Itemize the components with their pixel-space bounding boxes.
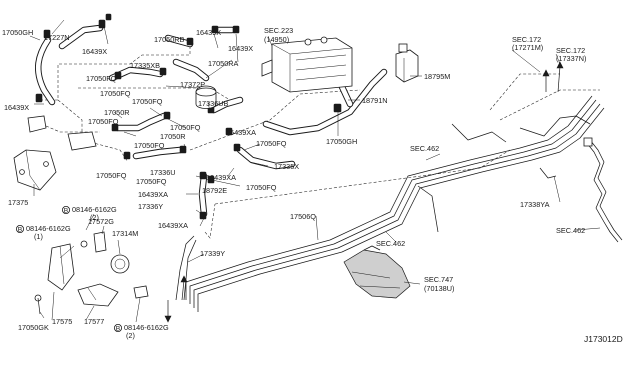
label-16439xa: 16439XA xyxy=(206,173,236,182)
label-sec462: SEC.462 xyxy=(376,239,405,248)
diagram-id: J173012D xyxy=(584,334,623,344)
label-16439xa: 16439XA xyxy=(226,128,256,137)
label-17577: 17577 xyxy=(84,317,104,326)
svg-text:B: B xyxy=(64,207,69,214)
label-08146-6162g: 08146-6162G xyxy=(124,323,169,332)
bolt-symbol-icon: B xyxy=(114,323,123,332)
label-17050fq: 17050FQ xyxy=(132,97,163,106)
label-17050gh: 17050GH xyxy=(326,137,357,146)
svg-text:B: B xyxy=(18,226,23,233)
label-sec223: SEC.223 xyxy=(264,26,293,35)
purge-valve-17372p xyxy=(195,85,217,109)
label-sec172-sub: (17337N) xyxy=(556,54,586,63)
label-17050r: 17050R xyxy=(104,108,130,117)
label-16439x: 16439X xyxy=(228,44,253,53)
label-sec172: SEC.172 xyxy=(556,46,585,55)
bolt-symbol-icon: B xyxy=(62,205,71,214)
label-17575: 17575 xyxy=(52,317,72,326)
label-17050fq: 17050FQ xyxy=(88,117,119,126)
filter-18795m xyxy=(395,43,419,83)
label-17227n: 17227N xyxy=(44,33,70,42)
label-17050r: 17050R xyxy=(160,132,186,141)
label-17050gh: 17050GH xyxy=(2,28,33,37)
heat-shield-sec747 xyxy=(343,245,411,299)
label-16439xa: 16439XA xyxy=(138,190,168,199)
label-sec223-sub: (14950) xyxy=(264,35,289,44)
label-17336u: 17336U xyxy=(150,168,176,177)
label-17339y: 17339Y xyxy=(200,249,225,258)
label-16439x: 16439X xyxy=(82,47,107,56)
label-sec747: SEC.747 xyxy=(424,275,453,284)
label-17372p: 17372P xyxy=(180,80,205,89)
label-sec172: SEC.172 xyxy=(512,35,541,44)
label-17050fq: 17050FQ xyxy=(246,183,277,192)
label-17314m: 17314M xyxy=(112,229,138,238)
label-17050fq: 17050FQ xyxy=(256,139,287,148)
label-17572g: 17572G xyxy=(88,217,114,226)
label-16439x: 16439X xyxy=(4,103,29,112)
label-sec462: SEC.462 xyxy=(410,144,439,153)
label-bolt-qty: (2) xyxy=(90,213,99,222)
label-17050fq: 17050FQ xyxy=(136,177,167,186)
main-tube-bundle xyxy=(175,95,605,312)
label-17336ub: 17336UB xyxy=(198,99,229,108)
label-16439x: 16439X xyxy=(196,28,221,37)
label-sec747-sub: (70138U) xyxy=(424,284,454,293)
label-17336y: 17336Y xyxy=(138,202,163,211)
label-18792e: 18792E xyxy=(202,186,227,195)
evap-canister xyxy=(261,36,353,93)
label-17050rb: 17050RB xyxy=(154,35,185,44)
label-17050ra: 17050RA xyxy=(208,59,239,68)
label-08146-6162g: 08146-6162G xyxy=(72,205,117,214)
label-17338ya: 17338YA xyxy=(520,200,550,209)
label-18795m: 18795M xyxy=(424,72,450,81)
part-labels: 17050GH 17227N 16439X 16439X 17050RB 164… xyxy=(2,26,623,344)
direction-arrows xyxy=(164,61,564,323)
label-17050fq: 17050FQ xyxy=(100,89,131,98)
label-17050fq: 17050FQ xyxy=(134,141,165,150)
label-bolt-qty: (1) xyxy=(34,232,43,241)
label-16439xa: 16439XA xyxy=(158,221,188,230)
label-08146-6162g: 08146-6162G xyxy=(26,224,71,233)
label-sec172-sub: (17271M) xyxy=(512,43,543,52)
label-17050gk: 17050GK xyxy=(18,323,49,332)
label-17375: 17375 xyxy=(8,198,28,207)
bracket-17375 xyxy=(13,115,97,191)
label-17335xb: 17335XB xyxy=(130,61,160,70)
label-17506q: 17506Q xyxy=(290,212,316,221)
label-17050fq: 17050FQ xyxy=(86,74,117,83)
svg-text:B: B xyxy=(116,325,121,332)
leader-lines xyxy=(29,19,601,323)
right-wavy-tube xyxy=(583,137,623,243)
label-17050fq: 17050FQ xyxy=(96,171,127,180)
label-17050fq: 17050FQ xyxy=(170,123,201,132)
label-bolt-qty: (2) xyxy=(126,331,135,340)
label-17335x: 17335X xyxy=(274,162,299,171)
label-sec462: SEC.462 xyxy=(556,226,585,235)
bolt-symbols: B B B xyxy=(15,205,123,332)
label-18791n: 18791N xyxy=(362,96,388,105)
lower-left-brackets xyxy=(34,231,149,315)
bolt-symbol-icon: B xyxy=(15,224,24,233)
